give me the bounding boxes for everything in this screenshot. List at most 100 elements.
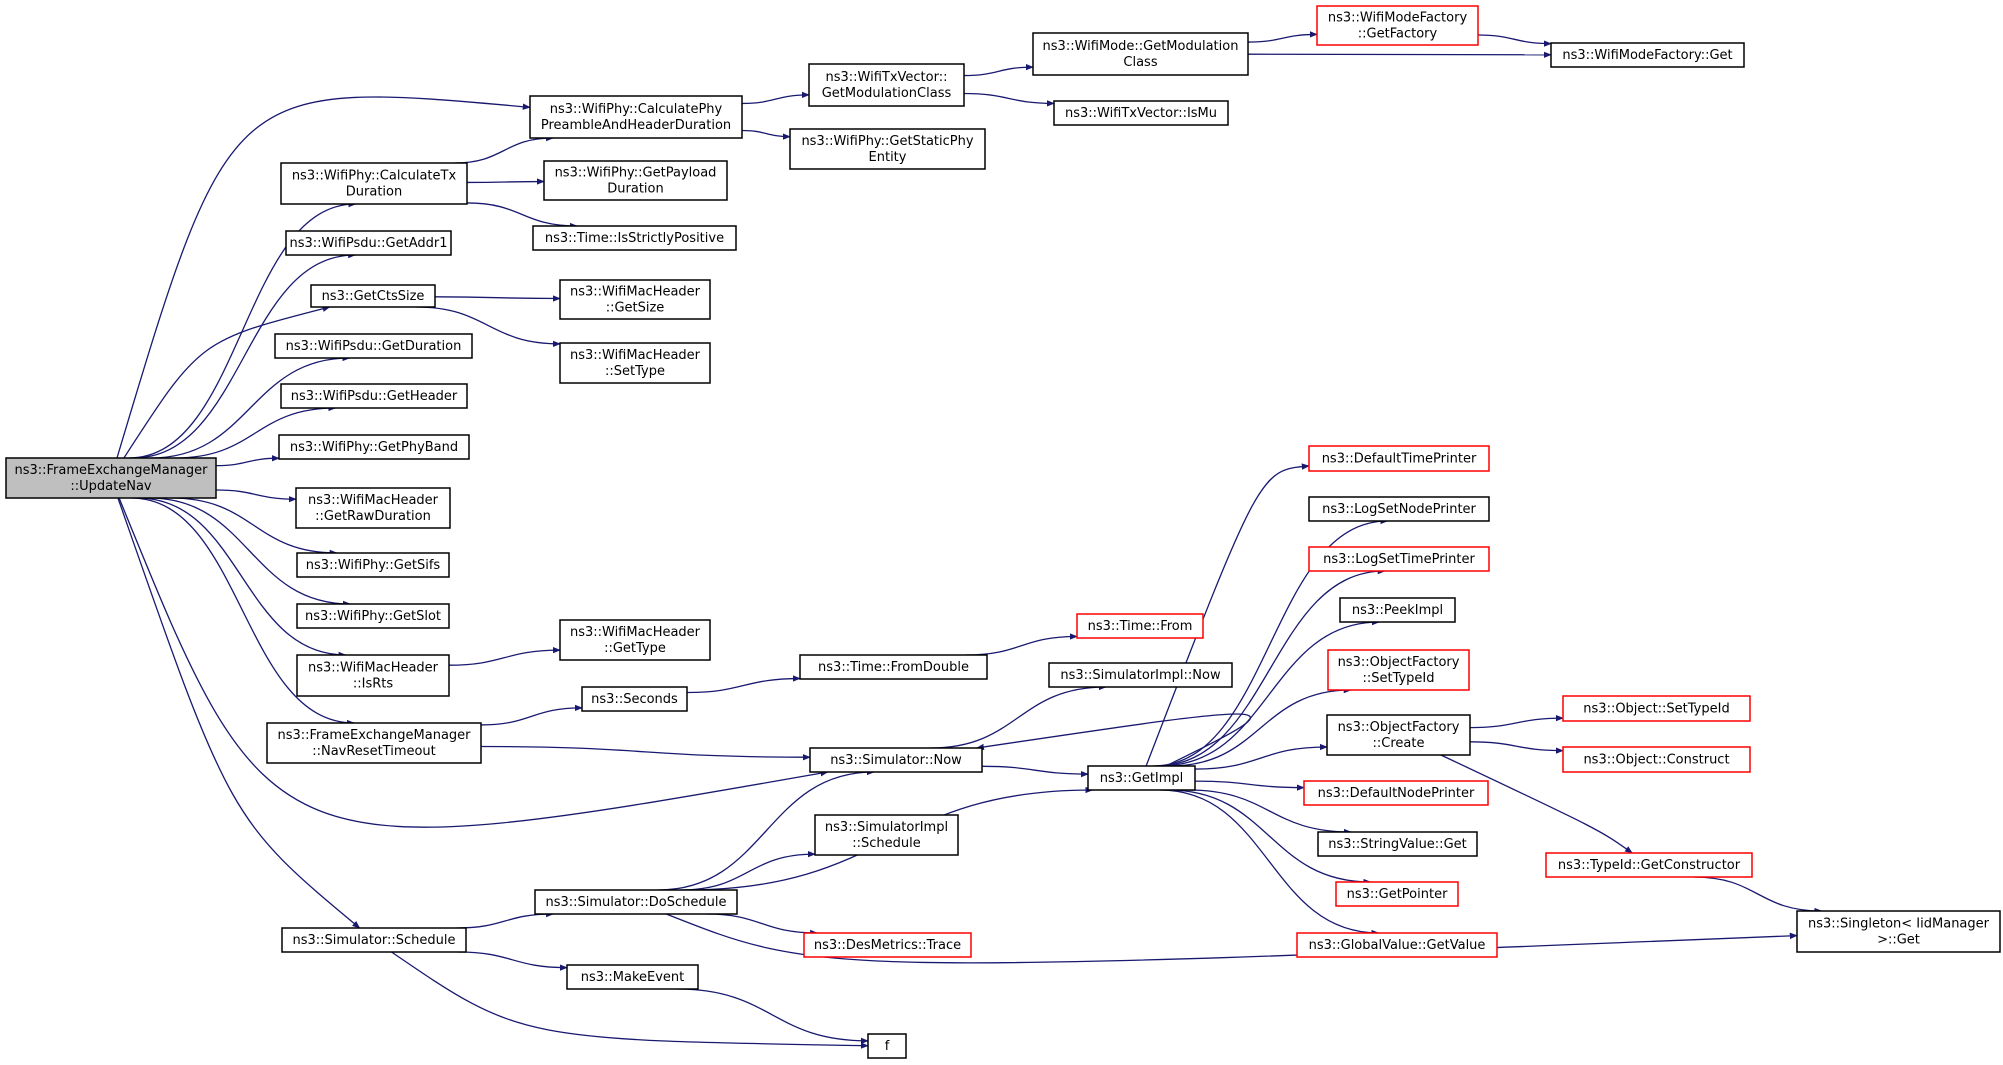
node-navReset[interactable]: ns3::FrameExchangeManager::NavResetTimeo…: [266, 722, 482, 764]
edge-calcTx-to-payload: [466, 178, 545, 185]
node-isMu[interactable]: ns3::WifiTxVector::IsMu: [1053, 100, 1229, 126]
edge-root-to-phyBand: [215, 454, 280, 467]
node-box: [285, 230, 452, 256]
node-layer: ns3::FrameExchangeManager::UpdateNavns3:…: [5, 5, 2001, 1059]
node-label: ::UpdateNav: [70, 479, 152, 494]
node-strGet[interactable]: ns3::StringValue::Get: [1317, 831, 1478, 857]
node-ofSetType[interactable]: ns3::ObjectFactory::SetTypeId: [1327, 649, 1470, 691]
node-sifs[interactable]: ns3::WifiPhy::GetSifs: [296, 552, 450, 578]
node-psduHdr[interactable]: ns3::WifiPsdu::GetHeader: [280, 383, 468, 409]
node-hdrGetType[interactable]: ns3::WifiMacHeader::GetType: [559, 619, 711, 661]
node-label: ns3::WifiMacHeader: [570, 285, 701, 300]
edge-makeEvent-to-f: [676, 988, 869, 1045]
node-singleton[interactable]: ns3::Singleton< IidManager >::Get: [1796, 910, 2001, 953]
node-doSched[interactable]: ns3::Simulator::DoSchedule: [534, 889, 738, 915]
node-f[interactable]: f: [867, 1033, 907, 1059]
edge-getImpl-to-peek: [1159, 618, 1381, 767]
node-label: ns3::GetPointer: [1347, 887, 1448, 902]
node-fromDouble[interactable]: ns3::Time::FromDouble: [799, 654, 988, 680]
edge-simNow-to-simImplNow: [930, 683, 1107, 749]
node-simSched[interactable]: ns3::Simulator::Schedule: [281, 927, 467, 953]
node-label: f: [885, 1039, 890, 1054]
node-box: [867, 1033, 907, 1059]
node-rawDur[interactable]: ns3::WifiMacHeader::GetRawDuration: [295, 487, 451, 529]
node-calcPre[interactable]: ns3::WifiPhy::CalculatePhyPreambleAndHea…: [529, 95, 743, 139]
node-getCtor[interactable]: ns3::TypeId::GetConstructor: [1545, 852, 1753, 878]
edge-doSched-to-simNow: [657, 768, 875, 891]
edge-getImpl-to-strGet: [1188, 789, 1352, 836]
node-box: [559, 619, 711, 661]
node-box: [310, 284, 436, 308]
node-makeEvent[interactable]: ns3::MakeEvent: [566, 964, 699, 990]
node-label: ns3::WifiPsdu::GetHeader: [291, 389, 458, 404]
node-label: ns3::MakeEvent: [581, 970, 685, 985]
node-strictPos[interactable]: ns3::Time::IsStrictlyPositive: [532, 225, 737, 251]
node-addr1[interactable]: ns3::WifiPsdu::GetAddr1: [285, 230, 452, 256]
node-box: [543, 160, 728, 201]
node-simImplNow[interactable]: ns3::SimulatorImpl::Now: [1048, 662, 1233, 688]
node-modeMod[interactable]: ns3::WifiMode::GetModulationClass: [1032, 32, 1249, 76]
node-factGetFact[interactable]: ns3::WifiModeFactory::GetFactory: [1316, 5, 1479, 46]
node-phyBand[interactable]: ns3::WifiPhy::GetPhyBand: [278, 434, 470, 460]
node-box: [1316, 5, 1479, 46]
node-box: [1087, 765, 1196, 791]
node-root[interactable]: ns3::FrameExchangeManager::UpdateNav: [5, 457, 217, 499]
node-label: ::NavResetTimeout: [312, 744, 436, 759]
node-logNode[interactable]: ns3::LogSetNodePrinter: [1308, 496, 1490, 522]
node-label: ns3::WifiModeFactory: [1328, 11, 1468, 26]
node-factGet[interactable]: ns3::WifiModeFactory::Get: [1550, 42, 1745, 68]
node-box: [1053, 100, 1229, 126]
node-peek[interactable]: ns3::PeekImpl: [1339, 597, 1456, 623]
node-psduDur[interactable]: ns3::WifiPsdu::GetDuration: [274, 333, 473, 359]
node-label: ns3::WifiPhy::CalculateTx: [292, 169, 457, 184]
node-box: [1339, 597, 1456, 623]
edge-cts-to-hdrSetType: [416, 306, 561, 348]
node-isRts[interactable]: ns3::WifiMacHeader::IsRts: [296, 654, 450, 697]
node-defTime[interactable]: ns3::DefaultTimePrinter: [1308, 445, 1490, 472]
edge-isRts-to-hdrGetType: [448, 646, 561, 666]
node-globalVal[interactable]: ns3::GlobalValue::GetValue: [1296, 932, 1498, 958]
node-label: ns3::GlobalValue::GetValue: [1309, 938, 1486, 953]
node-box: [274, 333, 473, 359]
node-ofCreate[interactable]: ns3::ObjectFactory::Create: [1326, 714, 1471, 756]
edge-root-to-cts: [123, 305, 331, 459]
edge-getCtor-to-singleton: [1694, 876, 1823, 915]
edge-navReset-to-simNow: [480, 745, 811, 761]
node-label: ns3::WifiMacHeader: [308, 661, 439, 676]
node-cts[interactable]: ns3::GetCtsSize: [310, 284, 436, 308]
node-hdrSetType[interactable]: ns3::WifiMacHeader::SetType: [559, 342, 711, 384]
node-slot[interactable]: ns3::WifiPhy::GetSlot: [296, 603, 450, 629]
node-seconds[interactable]: ns3::Seconds: [581, 686, 688, 712]
node-label: ns3::ObjectFactory: [1338, 720, 1460, 735]
node-box: [789, 128, 986, 170]
node-label: ns3::GetCtsSize: [322, 289, 425, 304]
node-defNode[interactable]: ns3::DefaultNodePrinter: [1303, 780, 1489, 806]
node-label: ns3::StringValue::Get: [1328, 837, 1466, 852]
node-getImpl[interactable]: ns3::GetImpl: [1087, 765, 1196, 791]
node-box: [814, 814, 959, 856]
node-label: ns3::Simulator::Now: [830, 753, 962, 768]
node-logTime[interactable]: ns3::LogSetTimePrinter: [1308, 546, 1490, 572]
node-box: [809, 747, 983, 773]
node-label: Class: [1123, 55, 1157, 70]
edge-root-to-simNow: [118, 497, 829, 828]
edge-cts-to-hdrSize: [434, 295, 561, 302]
edge-modeMod-to-factGetFact: [1247, 31, 1318, 43]
node-box: [534, 889, 738, 915]
node-label: ::Schedule: [852, 836, 921, 851]
node-box: [803, 932, 972, 958]
node-desTrace[interactable]: ns3::DesMetrics::Trace: [803, 932, 972, 958]
node-objConstruct[interactable]: ns3::Object::Construct: [1562, 746, 1751, 773]
node-getPtr[interactable]: ns3::GetPointer: [1335, 881, 1459, 907]
node-simNow[interactable]: ns3::Simulator::Now: [809, 747, 983, 773]
node-hdrSize[interactable]: ns3::WifiMacHeader::GetSize: [559, 279, 711, 320]
node-timeFrom[interactable]: ns3::Time::From: [1076, 613, 1204, 639]
node-simImplSched[interactable]: ns3::SimulatorImpl::Schedule: [814, 814, 959, 856]
edge-root-to-sifs: [171, 497, 338, 557]
node-objSetType[interactable]: ns3::Object::SetTypeId: [1562, 695, 1751, 722]
node-txvMod[interactable]: ns3::WifiTxVector::GetModulationClass: [808, 63, 965, 107]
edge-getImpl-to-logTime: [1155, 567, 1386, 767]
